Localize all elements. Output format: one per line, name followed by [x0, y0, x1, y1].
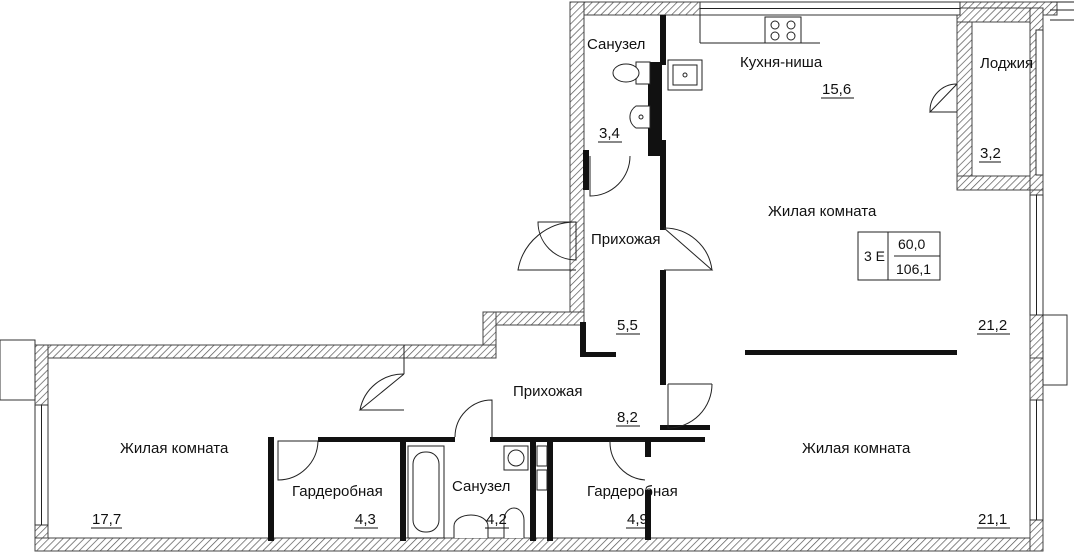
windows [0, 1, 1074, 526]
room-area-hall-center: 8,2 [617, 409, 638, 426]
room-name-hall-top: Прихожая [591, 231, 661, 248]
room-area-living-top: 21,2 [978, 317, 1007, 334]
room-name-living-right: Жилая комната [802, 440, 911, 457]
door-living-left [358, 373, 405, 411]
doors [277, 83, 958, 481]
room-area-living-right: 21,1 [978, 511, 1007, 528]
door-living-right [667, 383, 713, 429]
door-wardrobe-left [277, 440, 319, 481]
toilet-bottom-icon [503, 507, 525, 538]
summary-total-area: 106,1 [896, 261, 931, 277]
interior-walls [268, 15, 957, 541]
room-area-wardrobe-left: 4,3 [355, 511, 376, 528]
room-area-loggia: 3,2 [980, 145, 1001, 162]
room-area-hall-top: 5,5 [617, 317, 638, 334]
summary-rooms-code: 3 Е [864, 248, 885, 264]
room-name-bath-bottom: Санузел [452, 478, 510, 495]
room-name-loggia: Лоджия [980, 55, 1033, 72]
room-name-living-top: Жилая комната [768, 203, 877, 220]
room-labels: Санузел 3,4 Кухня-ниша 15,6 Лоджия 3,2 Ж… [91, 36, 1033, 529]
room-area-bath-top: 3,4 [599, 125, 620, 142]
room-name-wardrobe-right: Гардеробная [587, 483, 678, 500]
room-name-bath-top: Санузел [587, 36, 645, 53]
room-area-kitchen: 15,6 [822, 81, 851, 98]
room-name-hall-center: Прихожая [513, 383, 583, 400]
stove-icon [764, 16, 802, 44]
door-wardrobe-right [609, 440, 646, 481]
room-name-living-left: Жилая комната [120, 440, 229, 457]
door-bath-bottom [454, 399, 493, 438]
room-name-wardrobe-left: Гардеробная [292, 483, 383, 500]
door-living-top-arc [663, 227, 713, 271]
room-area-living-left: 17,7 [92, 511, 121, 528]
summary-living-area: 60,0 [898, 236, 925, 252]
door-entry-2 [517, 221, 577, 271]
washbasin-bottom-icon [453, 514, 489, 538]
door-bath-top [589, 155, 631, 197]
room-area-wardrobe-right: 4,9 [627, 511, 648, 528]
room-area-bath-bottom: 4,2 [486, 511, 507, 528]
area-summary: 3 Е 60,0 106,1 [857, 231, 941, 281]
fixtures [407, 15, 820, 539]
door-loggia [928, 83, 958, 113]
room-name-kitchen: Кухня-ниша [740, 54, 823, 71]
door-entry [537, 221, 577, 261]
